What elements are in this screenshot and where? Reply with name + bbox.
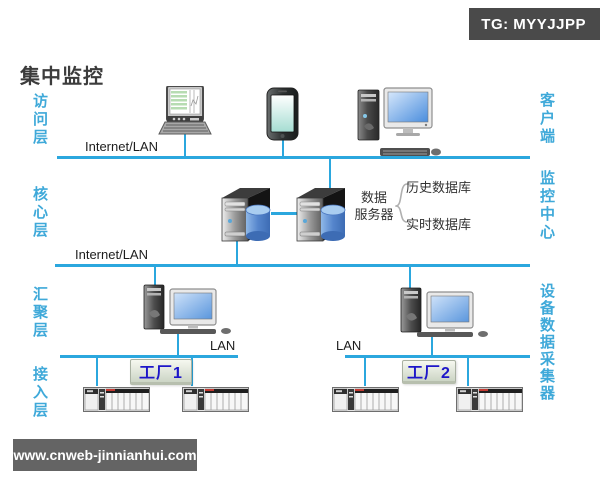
layer-label-entry: 接入层 bbox=[31, 366, 48, 420]
connector-plc1 bbox=[96, 357, 98, 386]
workstation-icon bbox=[397, 286, 497, 338]
connector-phone bbox=[282, 137, 284, 157]
lan-label-left: LAN bbox=[210, 338, 236, 353]
workstation-icon bbox=[140, 283, 240, 335]
smartphone-icon bbox=[266, 87, 299, 141]
desktop-pc-icon bbox=[354, 86, 444, 162]
network-line-lan-right bbox=[345, 355, 530, 358]
database-cylinder-icon bbox=[245, 204, 271, 242]
connector-laptop bbox=[184, 134, 186, 157]
layer-label-aggregation: 汇聚层 bbox=[31, 286, 48, 340]
database-cylinder-icon bbox=[320, 204, 346, 242]
internet-lan-label-top: Internet/LAN bbox=[85, 139, 158, 154]
connector-server-to-server bbox=[271, 212, 298, 215]
network-line-internet-lan-mid bbox=[55, 264, 530, 267]
diagram-title: 集中监控 bbox=[20, 66, 104, 88]
connector-server1-down bbox=[236, 237, 238, 266]
plc-rack-icon bbox=[332, 384, 400, 414]
history-database-label: 历史数据库 bbox=[406, 180, 472, 195]
factory-1-label: 工厂1 bbox=[139, 365, 183, 382]
factory-2-label: 工厂2 bbox=[407, 365, 451, 382]
layer-label-core: 核心层 bbox=[31, 186, 48, 240]
laptop-icon bbox=[157, 86, 213, 138]
lan-label-right: LAN bbox=[336, 338, 362, 353]
network-line-lan-left bbox=[60, 355, 238, 358]
connector-plc4 bbox=[467, 357, 469, 386]
connector-wkst-left-down bbox=[177, 331, 179, 356]
network-line-internet-lan-top bbox=[57, 156, 530, 159]
tg-watermark-text: TG: MYYJJPP bbox=[481, 15, 586, 33]
role-label-data-collector: 设备数据采集器 bbox=[538, 283, 555, 402]
data-server-label-line2: 服务器 bbox=[354, 207, 394, 222]
connector-wkst-left-up bbox=[154, 266, 156, 287]
data-server-label-line1: 数据 bbox=[360, 190, 387, 205]
plc-rack-icon bbox=[456, 384, 524, 414]
data-server-label: 数据 服务器 bbox=[350, 189, 398, 223]
database-branch-connector bbox=[395, 183, 411, 223]
connector-plc2 bbox=[191, 357, 193, 386]
role-label-client: 客户端 bbox=[538, 92, 555, 146]
factory-2-box: 工厂2 bbox=[402, 360, 456, 384]
tg-watermark-badge: TG: MYYJJPP bbox=[469, 8, 600, 40]
connector-wkst-right-up bbox=[409, 266, 411, 289]
connector-wkst-right-down bbox=[431, 333, 433, 356]
connector-plc3 bbox=[364, 357, 366, 386]
internet-lan-label-mid: Internet/LAN bbox=[75, 247, 148, 262]
site-watermark-text: www.cnweb-jinnianhui.com bbox=[13, 447, 197, 463]
role-label-monitor-center: 监控中心 bbox=[538, 170, 555, 242]
factory-1-box: 工厂1 bbox=[130, 359, 192, 385]
realtime-database-label: 实时数据库 bbox=[406, 217, 472, 232]
connector-server2-up bbox=[329, 157, 331, 191]
layer-label-access: 访问层 bbox=[31, 93, 48, 147]
plc-rack-icon bbox=[182, 384, 250, 414]
site-watermark-bar: www.cnweb-jinnianhui.com bbox=[13, 439, 197, 471]
plc-rack-icon bbox=[83, 384, 151, 414]
